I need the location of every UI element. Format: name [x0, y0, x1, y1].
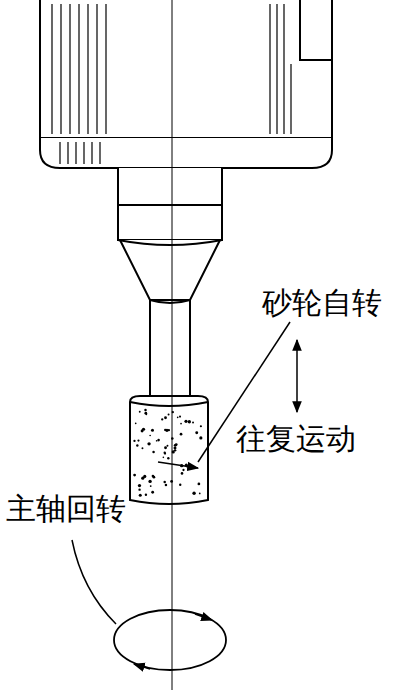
abrasive-dot — [163, 481, 165, 483]
abrasive-dot — [136, 444, 138, 446]
hatch-line — [78, 4, 79, 134]
abrasive-dot — [148, 480, 151, 483]
hatch-line — [87, 4, 88, 134]
abrasive-dot — [139, 411, 141, 413]
abrasive-dot — [164, 451, 166, 453]
abrasive-dot — [138, 484, 141, 487]
hatch-line — [83, 142, 84, 164]
hatch-line — [283, 4, 284, 134]
abrasive-dot — [161, 418, 163, 420]
center-line — [172, 0, 173, 690]
abrasive-dot — [182, 469, 184, 471]
abrasive-dot — [142, 428, 145, 431]
abrasive-dot — [152, 451, 155, 454]
abrasive-dot — [141, 477, 144, 480]
abrasive-dot — [144, 412, 147, 415]
abrasive-dot — [164, 452, 166, 454]
abrasive-dot — [135, 422, 137, 424]
hatch-line — [51, 4, 52, 134]
abrasive-dot — [195, 431, 198, 434]
motion-label: 砂轮自转 — [262, 286, 382, 319]
abrasive-dot — [168, 413, 170, 415]
abrasive-dot — [138, 488, 140, 490]
abrasive-dot — [184, 420, 187, 423]
abrasive-dot — [141, 447, 143, 449]
abrasive-dot — [167, 457, 169, 459]
abrasive-dot — [164, 446, 167, 449]
abrasive-dot — [179, 416, 181, 418]
hatch-line — [69, 4, 70, 134]
hatch-line — [99, 142, 100, 164]
abrasive-dot — [137, 440, 139, 442]
wheel-texture — [133, 409, 202, 497]
hatch-line — [60, 4, 61, 134]
abrasive-dot — [152, 475, 155, 478]
abrasive-dot — [200, 425, 202, 427]
rotation-arrow — [195, 614, 212, 620]
abrasive-dot — [166, 445, 168, 447]
abrasive-dot — [174, 446, 177, 449]
motion-label: 往复运动 — [236, 422, 356, 455]
rotation-arrow — [158, 462, 198, 468]
motion-label: 主轴回转 — [6, 492, 126, 525]
hatch-line — [105, 4, 106, 134]
abrasive-dot — [179, 484, 181, 486]
abrasive-dot — [181, 472, 184, 475]
abrasive-dot — [188, 420, 191, 423]
abrasive-dot — [174, 449, 176, 451]
hatch-line — [91, 142, 92, 164]
abrasive-dot — [180, 423, 182, 425]
reciprocating-arrow — [296, 340, 298, 412]
abrasive-dot — [144, 409, 147, 412]
abrasive-dot — [133, 474, 136, 477]
abrasive-dot — [145, 494, 147, 496]
abrasive-dot — [199, 493, 201, 495]
leader-line — [72, 540, 116, 624]
hatch-line — [290, 64, 291, 134]
abrasive-dot — [180, 433, 183, 436]
hatch-line — [96, 4, 97, 134]
abrasive-dot — [139, 494, 142, 497]
abrasive-dot — [192, 492, 195, 495]
abrasive-dot — [199, 436, 202, 439]
abrasive-dot — [157, 439, 160, 442]
abrasive-dot — [175, 443, 178, 446]
abrasive-dot — [177, 417, 179, 419]
rotation-arrow — [134, 664, 150, 669]
hatch-line — [67, 142, 68, 164]
abrasive-dot — [164, 416, 167, 419]
abrasive-dot — [165, 484, 168, 487]
hatch-line — [276, 4, 277, 134]
spindle-rotation-ellipse — [114, 610, 226, 670]
abrasive-dot — [151, 491, 154, 494]
abrasive-dot — [156, 440, 158, 442]
abrasive-dot — [150, 485, 152, 487]
abrasive-dot — [133, 440, 135, 442]
abrasive-dot — [192, 422, 194, 424]
abrasive-dot — [165, 429, 168, 432]
abrasive-dot — [149, 435, 151, 437]
hatch-line — [59, 142, 60, 164]
hatch-line — [269, 4, 270, 134]
abrasive-dot — [198, 483, 201, 486]
abrasive-dot — [174, 444, 177, 447]
abrasive-dot — [151, 429, 154, 432]
abrasive-dot — [147, 442, 150, 445]
abrasive-dot — [163, 457, 165, 459]
hatch-line — [75, 142, 76, 164]
